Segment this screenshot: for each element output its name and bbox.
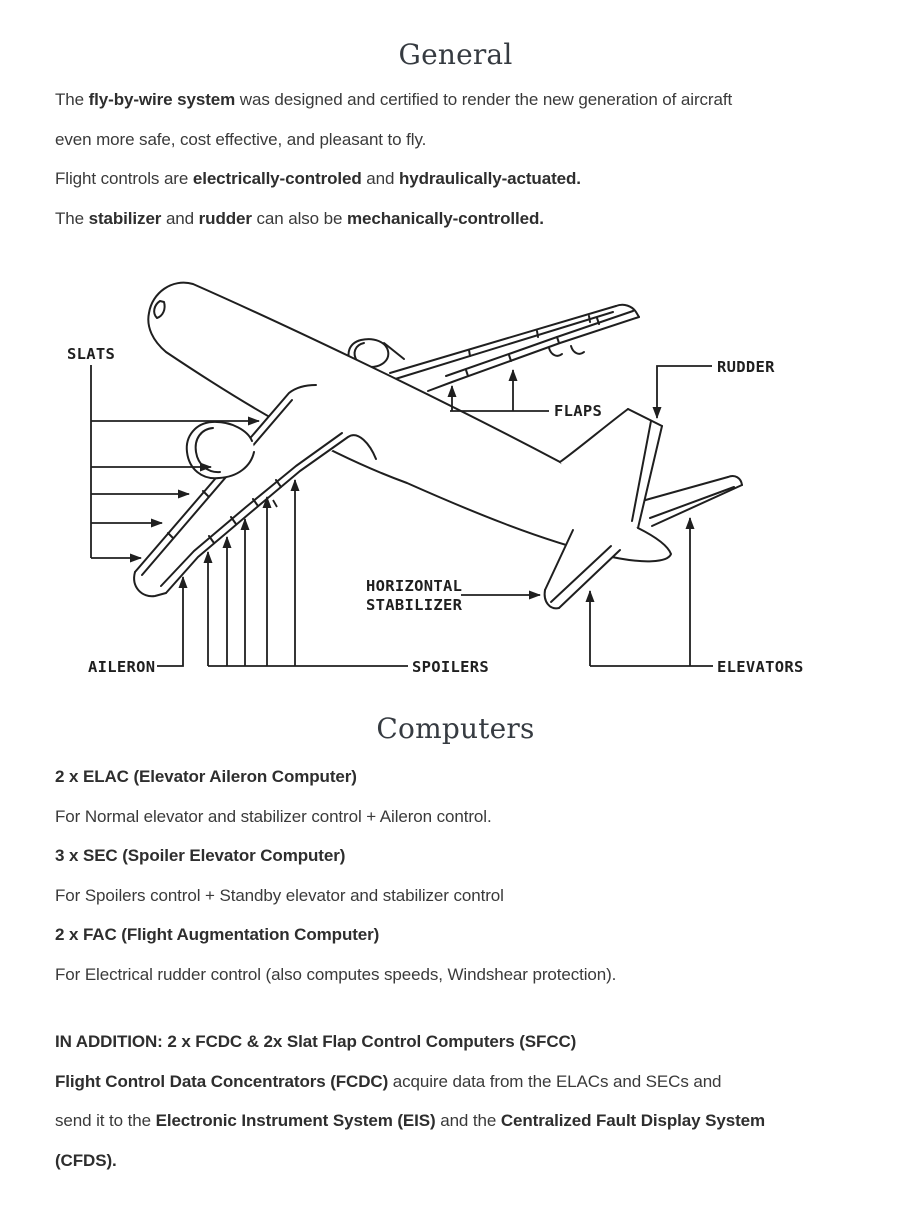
- aircraft-control-surfaces-diagram: SLATS RUDDER FLAPS HORIZONTAL STABILIZER…: [67, 281, 804, 676]
- paragraph-elac-title: 2 x ELAC (Elevator Aileron Computer): [55, 767, 357, 786]
- cockpit-window: [153, 300, 166, 319]
- paragraph-elac-desc: For Normal elevator and stabilizer contr…: [55, 806, 492, 826]
- vertical-fin: [559, 408, 663, 529]
- slats-leader: [90, 365, 260, 563]
- label-horizontal-stabilizer-line1: HORIZONTAL: [366, 577, 462, 595]
- paragraph-flight-controls: Flight controls are electrically-control…: [55, 169, 581, 188]
- label-elevators: ELEVATORS: [717, 658, 804, 676]
- paragraph-fcdc-desc: Flight Control Data Concentrators (FCDC)…: [55, 1071, 766, 1170]
- paragraph-sec-desc: For Spoilers control + Standby elevator …: [55, 885, 504, 905]
- paragraph-stabilizer-rudder: The stabilizer and rudder can also be me…: [55, 208, 544, 228]
- callout-labels: SLATS RUDDER FLAPS HORIZONTAL STABILIZER…: [67, 345, 804, 676]
- general-section: The fly-by-wire system was designed and …: [55, 80, 905, 238]
- rudder-leader: [652, 365, 712, 419]
- label-slats: SLATS: [67, 345, 115, 363]
- paragraph-flybywire: The fly-by-wire system was designed and …: [55, 90, 733, 149]
- heading-general: General: [398, 38, 513, 71]
- paragraph-fac-desc: For Electrical rudder control (also comp…: [55, 964, 617, 984]
- left-engine: [185, 420, 255, 480]
- label-horizontal-stabilizer-line2: STABILIZER: [366, 596, 463, 614]
- heading-computers: Computers: [376, 712, 535, 745]
- right-wing: [389, 303, 640, 392]
- aileron-leader: [157, 576, 188, 667]
- label-spoilers: SPOILERS: [412, 658, 489, 676]
- addition-section: IN ADDITION: 2 x FCDC & 2x Slat Flap Con…: [55, 1022, 905, 1180]
- left-wing: [133, 384, 377, 598]
- flaps-leader: [447, 369, 549, 412]
- right-stabilizer: [641, 475, 743, 527]
- callout-leaders: [90, 365, 713, 667]
- aircraft-drawing: [133, 281, 743, 610]
- elevators-leader: [590, 517, 713, 667]
- paragraph-in-addition: IN ADDITION: 2 x FCDC & 2x Slat Flap Con…: [55, 1032, 577, 1051]
- computers-section: 2 x ELAC (Elevator Aileron Computer) For…: [55, 757, 905, 994]
- paragraph-sec-title: 3 x SEC (Spoiler Elevator Computer): [55, 846, 346, 865]
- label-aileron: AILERON: [88, 658, 155, 676]
- label-rudder: RUDDER: [717, 358, 775, 376]
- paragraph-fac-title: 2 x FAC (Flight Augmentation Computer): [55, 925, 380, 944]
- label-flaps: FLAPS: [554, 402, 602, 420]
- spoilers-leader: [203, 479, 408, 667]
